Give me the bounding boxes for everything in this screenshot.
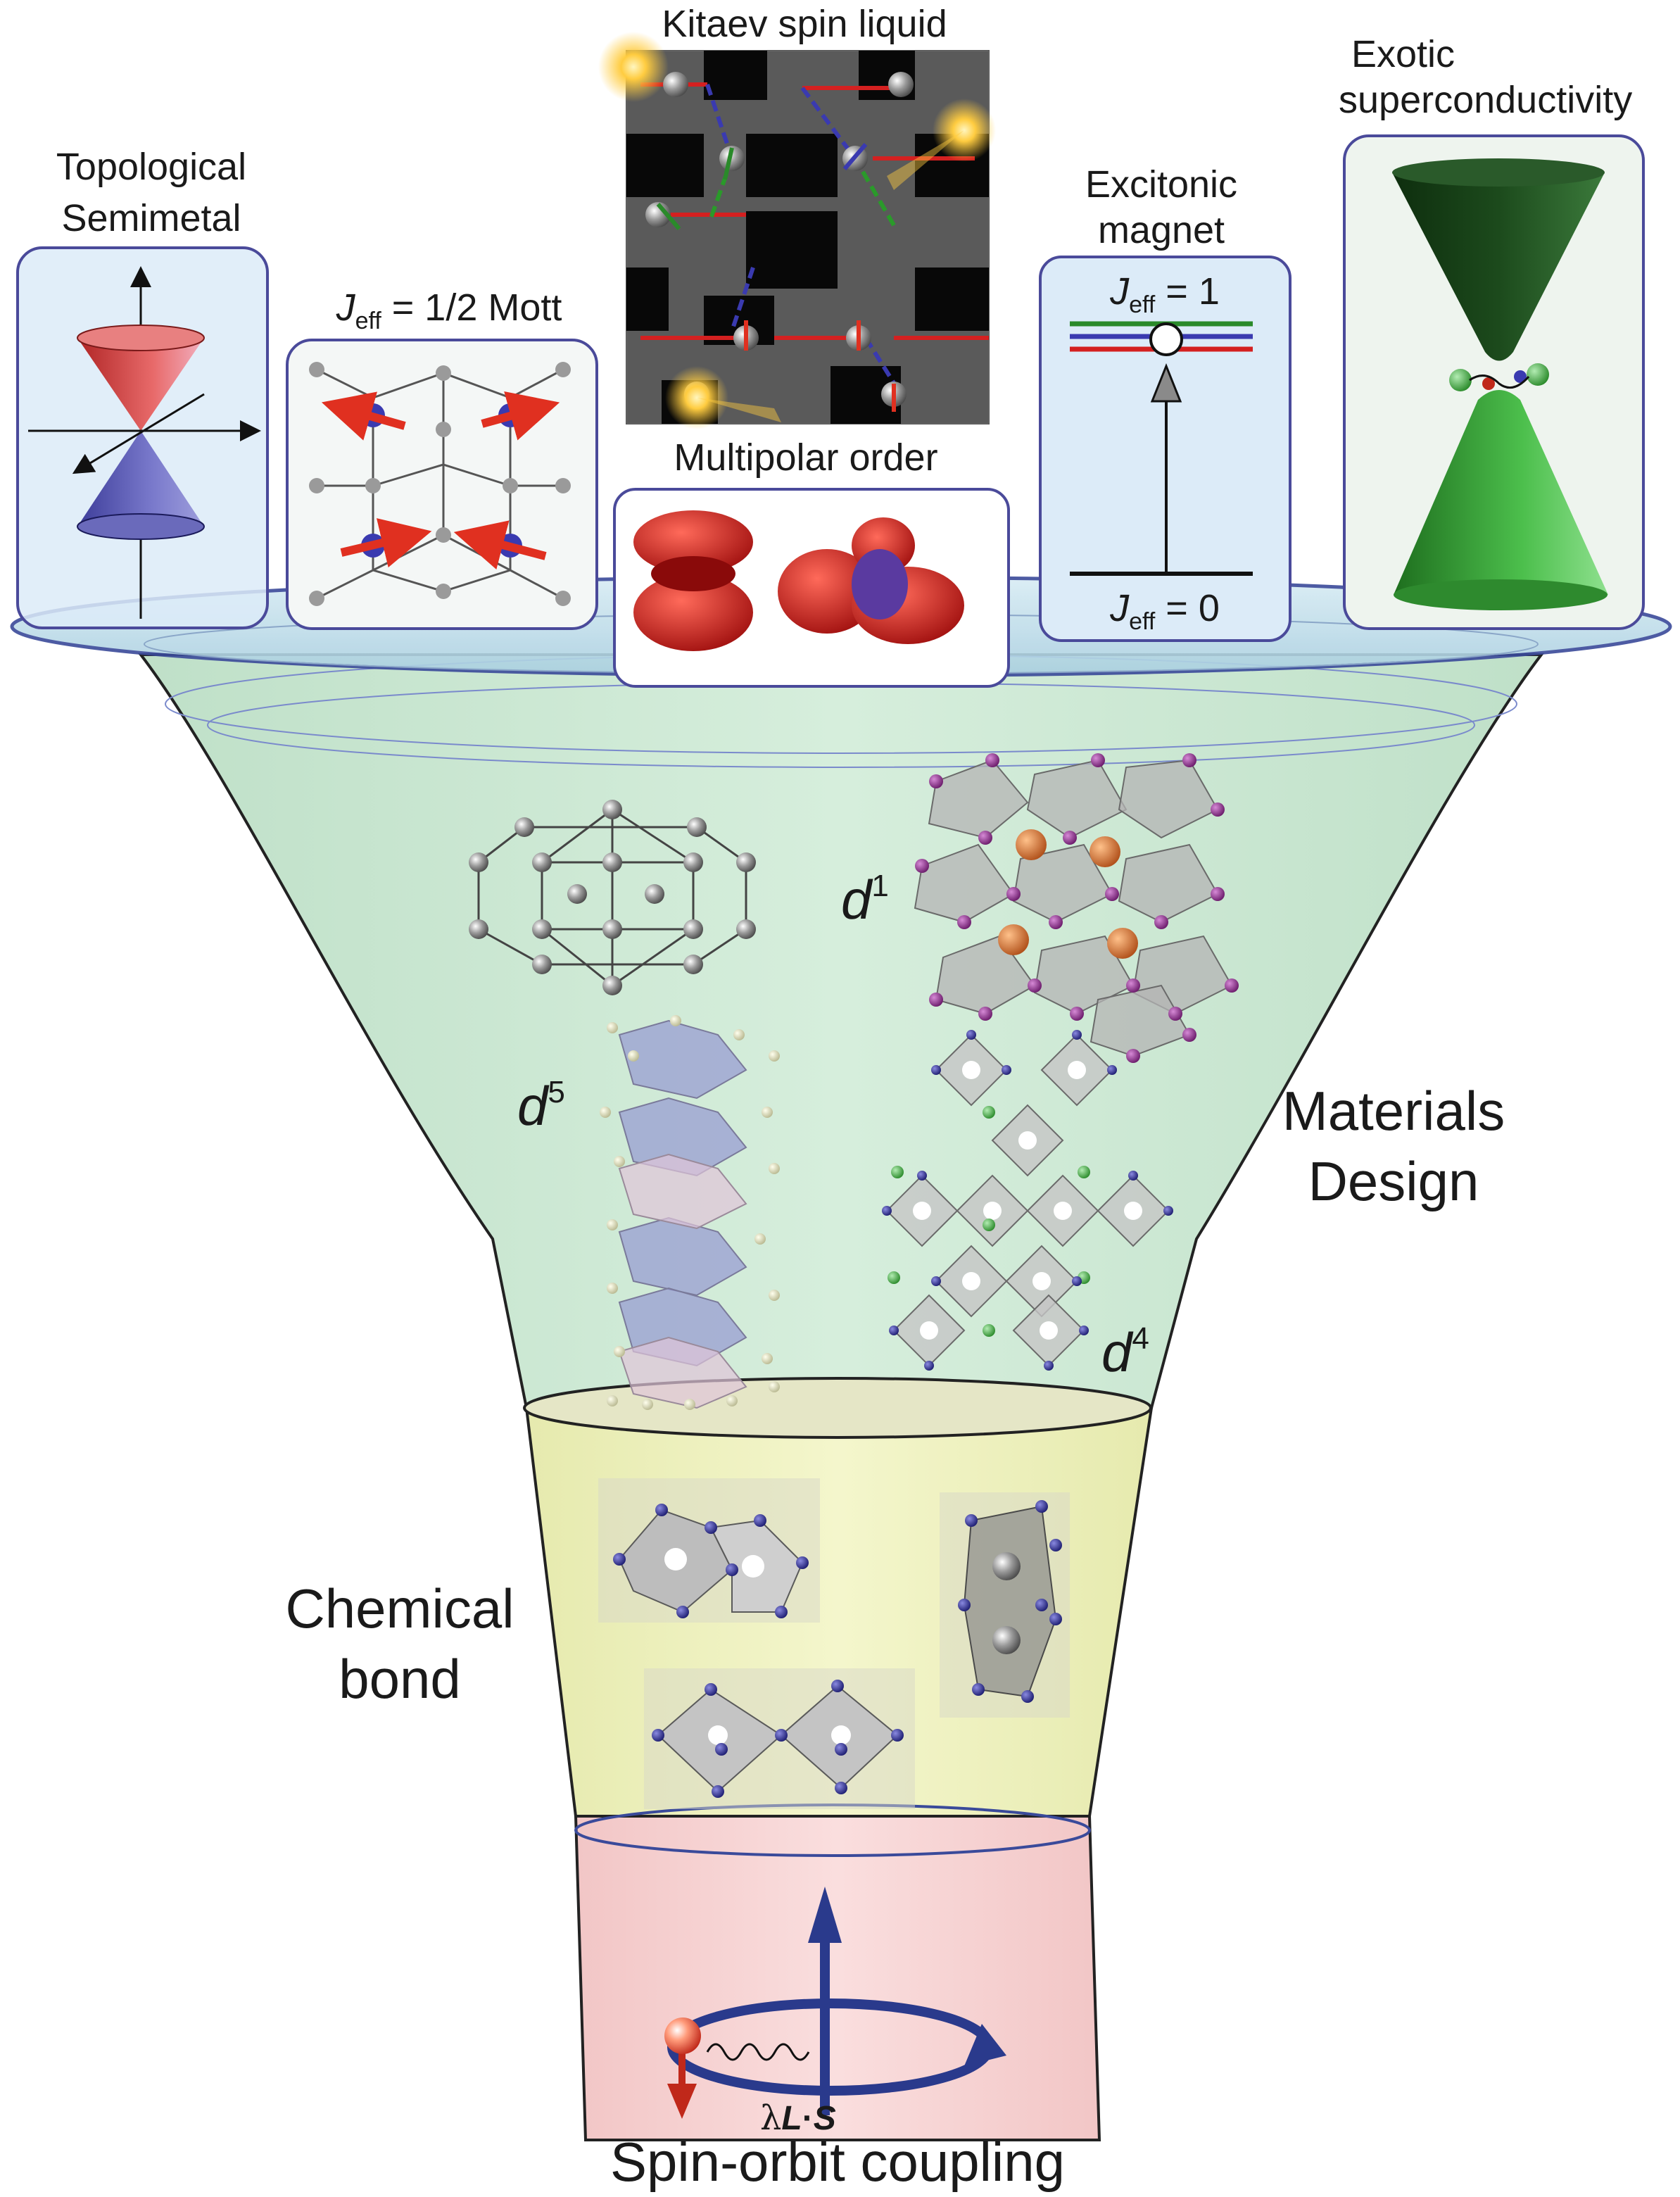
soc-S: S <box>814 2100 836 2137</box>
excitonic-title-line1: Excitonic <box>1085 163 1237 206</box>
chemical-bond-line1: Chemical <box>285 1578 514 1639</box>
panel-multipolar: Multipolar order <box>613 436 1010 688</box>
soc-dot: · <box>802 2100 814 2137</box>
superconductivity-title-line2: superconductivity <box>1339 79 1632 121</box>
spin-orbit-coupling-label: Spin-orbit coupling <box>610 2131 1065 2193</box>
photon-wave-icon <box>706 2043 810 2061</box>
topological-title-line1: Topological <box>56 146 246 188</box>
exciton-hole-icon <box>1149 322 1183 356</box>
funnel <box>10 575 1672 2141</box>
electron-icon <box>664 2017 701 2054</box>
panel-jeff-mott: Jeff = 1/2 Mott <box>286 287 598 630</box>
upper-sub: eff <box>1129 291 1156 318</box>
jeff-mott-rest: = 1/2 Mott <box>381 287 562 329</box>
excitonic-title-line2: magnet <box>1098 209 1225 251</box>
panel-kitaev: Kitaev spin liquid <box>598 3 996 429</box>
crystal-d5-layered <box>600 1015 780 1410</box>
kitaev-sites <box>645 72 914 412</box>
d5-d: d <box>517 1075 550 1137</box>
lower-j: J <box>1109 587 1130 629</box>
excitonic-upper-label: Jeff = 1 <box>1109 270 1220 318</box>
gapped-cone-icon <box>1392 158 1608 610</box>
chemical-bond-line2: bond <box>339 1648 461 1710</box>
d1-d: d <box>841 869 873 931</box>
panel-excitonic: Excitonic magnet Jeff = 1 Jeff = 0 <box>1039 163 1291 642</box>
d5-sup: 5 <box>548 1075 564 1109</box>
d1-sup: 1 <box>871 869 888 903</box>
spin-arrows <box>321 391 560 569</box>
materials-design-line2: Design <box>1308 1150 1479 1212</box>
orbital-momentum-arrow <box>820 1939 830 2115</box>
lattice-sites <box>309 362 571 606</box>
upper-rest: = 1 <box>1155 270 1220 313</box>
d5-label: d5 <box>517 1075 565 1137</box>
jeff-mott-sub: eff <box>355 308 382 334</box>
spin-arrow-head-icon <box>667 2084 697 2119</box>
soc-lambda: λ <box>760 2098 781 2138</box>
majorana-glow <box>598 32 996 429</box>
spin-orbit-icon <box>664 1887 1006 2119</box>
crystal-d4-network <box>882 1030 1173 1371</box>
materials-design-line1: Materials <box>1282 1080 1505 1142</box>
lower-rest: = 0 <box>1155 587 1220 629</box>
panel-topological-semimetal: Topological Semimetal <box>16 146 269 629</box>
bond-face-sharing <box>940 1492 1070 1718</box>
d4-sup: 4 <box>1132 1321 1149 1356</box>
spin-arrow <box>678 2020 686 2091</box>
panel-superconductivity: Exotic superconductivity <box>1339 33 1645 630</box>
bond-edge-sharing <box>598 1478 820 1623</box>
soc-L: L <box>781 2100 802 2137</box>
kitaev-title: Kitaev spin liquid <box>662 3 947 45</box>
superconductivity-title-line1: Exotic <box>1351 33 1455 75</box>
d1-label: d1 <box>841 869 889 931</box>
kitaev-lattice <box>626 51 989 424</box>
quadrupole-orbital-icon <box>778 517 964 644</box>
topological-title-line2: Semimetal <box>61 197 241 239</box>
yellow-rim <box>523 1377 1152 1439</box>
dipole-orbital-icon <box>633 510 753 651</box>
bond-corner-sharing <box>644 1668 915 1809</box>
upper-j: J <box>1109 270 1130 313</box>
jeff-mott-j: J <box>336 287 356 329</box>
lower-sub: eff <box>1129 608 1156 635</box>
dirac-cone-icon <box>28 266 261 619</box>
multipolar-title: Multipolar order <box>674 436 937 479</box>
crystal-d1-perovskite <box>914 753 1239 1063</box>
orbital-arrow-head-icon <box>808 1887 842 1943</box>
crystal-d1-gray <box>469 800 756 995</box>
jeff-mott-title: Jeff = 1/2 Mott <box>336 287 562 334</box>
excitation-arrow-icon <box>1150 363 1182 403</box>
d4-label: d4 <box>1101 1321 1149 1383</box>
excitonic-lower-label: Jeff = 0 <box>1109 587 1220 635</box>
soc-formula: λL·S <box>760 2098 836 2138</box>
d4-d: d <box>1101 1321 1134 1383</box>
